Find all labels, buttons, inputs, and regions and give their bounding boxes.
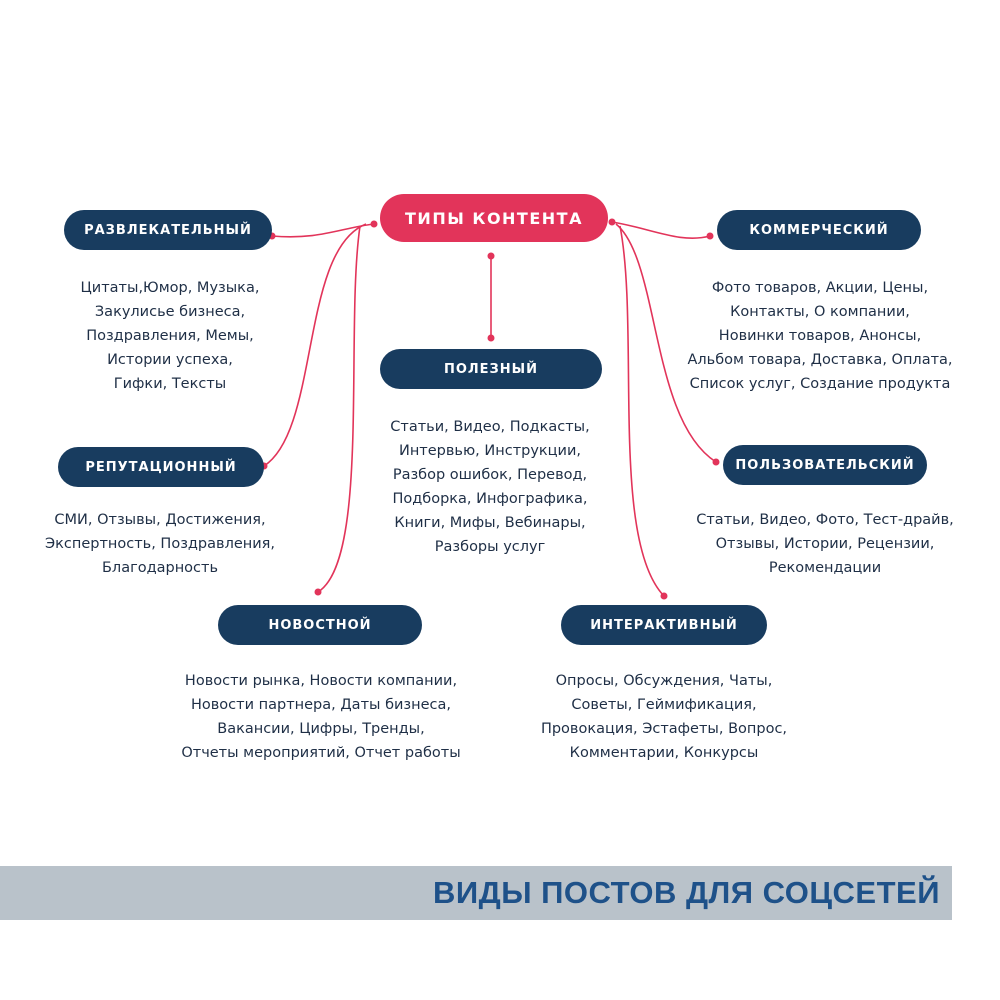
node-useful: ПОЛЕЗНЫЙ xyxy=(380,349,602,389)
connector-dot xyxy=(487,252,495,260)
list-item: Советы, Геймификация, xyxy=(571,697,757,713)
list-item: Фото товаров, Акции, Цены, xyxy=(711,280,929,296)
list-item: Благодарность xyxy=(101,560,219,576)
connector-dot xyxy=(314,588,322,596)
list-item: Рекомендации xyxy=(768,560,882,576)
list-useful: Статьи, Видео, Подкасты, Интервью, Инстру… xyxy=(362,415,618,559)
list-item: Истории успеха, xyxy=(107,352,233,368)
connector-dot xyxy=(370,220,378,228)
list-item: Интервью, Инструкции, xyxy=(398,443,582,459)
list-item: Подборка, Инфографика, xyxy=(392,491,588,507)
list-item: Поздравления, Мемы, xyxy=(86,328,254,344)
list-item: Экспертность, Поздравления, xyxy=(44,536,275,552)
root-node: ТИПЫ КОНТЕНТА xyxy=(380,194,608,242)
list-item: Альбом товара, Доставка, Оплата, xyxy=(687,352,953,368)
connector-dot xyxy=(706,232,714,240)
node-reputation: РЕПУТАЦИОННЫЙ xyxy=(58,447,264,487)
list-item: Цитаты,Юмор, Музыка, xyxy=(80,280,260,296)
list-item: СМИ, Отзывы, Достижения, xyxy=(54,512,266,528)
footer-title: ВИДЫ ПОСТОВ ДЛЯ СОЦСЕТЕЙ xyxy=(432,875,940,910)
connector-reputation xyxy=(263,223,367,467)
list-item: Новинки товаров, Анонсы, xyxy=(718,328,922,344)
connector-user xyxy=(615,223,717,463)
list-user: Статьи, Видео, Фото, Тест-драйв, Отзывы, … xyxy=(675,508,975,580)
connector-commercial xyxy=(611,221,711,239)
list-commercial: Фото товаров, Акции, Цены, Контакты, О ко… xyxy=(664,276,976,396)
connector-dot xyxy=(487,334,495,342)
list-item: Новости рынка, Новости компании, xyxy=(184,673,458,689)
list-item: Провокация, Эстафеты, Вопрос, xyxy=(540,721,788,737)
list-item: Вакансии, Цифры, Тренды, xyxy=(217,721,425,737)
node-news: НОВОСТНОЙ xyxy=(218,605,422,645)
list-item: Отчеты мероприятий, Отчет работы xyxy=(181,745,461,761)
list-item: Новости партнера, Даты бизнеса, xyxy=(190,697,452,713)
list-entertainment: Цитаты,Юмор, Музыка, Закулисье бизнеса, По… xyxy=(40,276,300,396)
list-item: Закулисье бизнеса, xyxy=(94,304,246,320)
list-item: Разборы услуг xyxy=(434,539,546,555)
footer-band: ВИДЫ ПОСТОВ ДЛЯ СОЦСЕТЕЙ xyxy=(0,866,952,920)
list-item: Комментарии, Конкурсы xyxy=(569,745,759,761)
node-interactive: ИНТЕРАКТИВНЫЙ xyxy=(561,605,767,645)
connector-dot xyxy=(712,458,720,466)
node-user: ПОЛЬЗОВАТЕЛЬСКИЙ xyxy=(723,445,927,485)
list-interactive: Опросы, Обсуждения, Чаты, Советы, Геймифи… xyxy=(514,669,814,765)
list-reputation: СМИ, Отзывы, Достижения, Экспертность, По… xyxy=(18,508,302,580)
list-item: Разбор ошибок, Перевод, xyxy=(392,467,588,483)
connector-interactive xyxy=(619,225,665,597)
list-item: Контакты, О компании, xyxy=(730,304,910,320)
list-item: Опросы, Обсуждения, Чаты, xyxy=(555,673,773,689)
connector-dot xyxy=(660,592,668,600)
connector-news xyxy=(317,225,361,593)
list-item: Статьи, Видео, Подкасты, xyxy=(390,419,590,435)
node-commercial: КОММЕРЧЕСКИЙ xyxy=(717,210,921,250)
list-item: Список услуг, Создание продукта xyxy=(689,376,951,392)
connector-dot xyxy=(608,218,616,226)
list-item: Отзывы, Истории, Рецензии, xyxy=(715,536,935,552)
list-news: Новости рынка, Новости компании, Новости … xyxy=(160,669,482,765)
list-item: Книги, Мифы, Вебинары, xyxy=(394,515,586,531)
list-item: Статьи, Видео, Фото, Тест-драйв, xyxy=(696,512,954,528)
list-item: Гифки, Тексты xyxy=(113,376,227,392)
node-entertainment: РАЗВЛЕКАТЕЛЬНЫЙ xyxy=(64,210,272,250)
